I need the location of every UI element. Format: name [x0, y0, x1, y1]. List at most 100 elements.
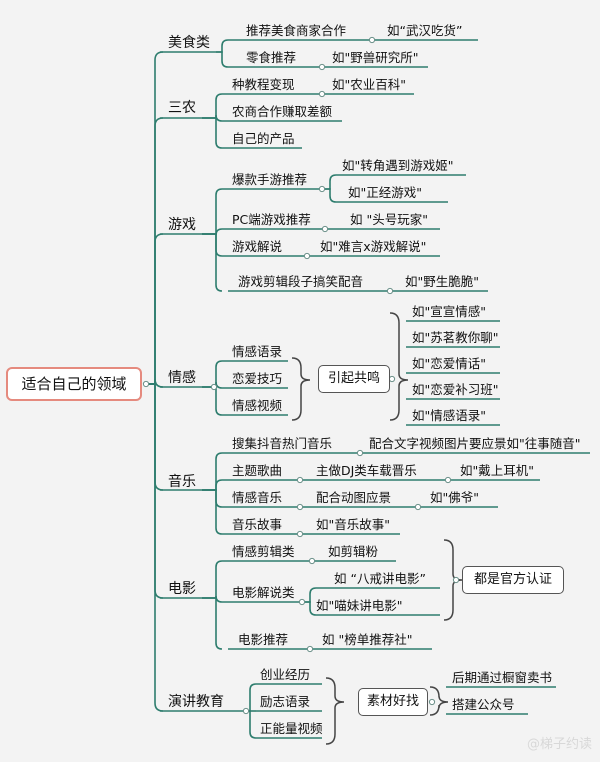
item-food-2[interactable]: 零食推荐 — [246, 50, 297, 65]
category-agri[interactable]: 三农 — [168, 100, 196, 116]
item-game-4[interactable]: 游戏剪辑段子搞笑配音 — [238, 274, 364, 289]
example-emotion-4[interactable]: 如"恋爱补习班" — [412, 382, 499, 397]
example-food-2[interactable]: 如"野兽研究所" — [332, 50, 419, 65]
item-edu-3[interactable]: 正能量视频 — [260, 721, 323, 736]
connector — [202, 188, 223, 235]
item-music-4[interactable]: 音乐故事 — [232, 517, 283, 532]
item-music-1[interactable]: 搜集抖音热门音乐 — [232, 436, 333, 451]
connector-dot — [242, 707, 250, 715]
connector — [216, 51, 229, 68]
connector — [144, 233, 164, 385]
connector — [300, 601, 317, 616]
connector — [202, 360, 223, 388]
item-edu-1[interactable]: 创业经历 — [260, 667, 311, 682]
example-game-4[interactable]: 如"野生脆脆" — [405, 274, 479, 289]
connector-dot — [303, 252, 311, 260]
connector — [325, 677, 345, 745]
item-agri-3[interactable]: 自己的产品 — [232, 131, 295, 146]
example-movie-2a[interactable]: 如 “八戒讲电影” — [334, 571, 426, 586]
connector — [144, 383, 164, 712]
connector — [244, 683, 257, 712]
item-agri-2[interactable]: 农商合作赚取差额 — [232, 104, 333, 119]
watermark: @梯子约读 — [526, 737, 592, 752]
item-game-2[interactable]: PC端游戏推荐 — [232, 212, 311, 227]
example-game-1b[interactable]: 如"正经游戏" — [348, 185, 422, 200]
example-game-2[interactable]: 如 "头号玩家" — [350, 212, 428, 227]
connector-dot — [428, 698, 436, 706]
connector-dot — [298, 598, 306, 606]
item-edu-2[interactable]: 励志语录 — [260, 694, 311, 709]
connector — [202, 489, 223, 535]
item-emotion-1[interactable]: 情感语录 — [232, 344, 283, 359]
connector — [202, 489, 223, 508]
item-game-3[interactable]: 游戏解说 — [232, 239, 283, 254]
example-music-4[interactable]: 如"音乐故事" — [316, 517, 390, 532]
connector — [202, 381, 223, 389]
item-agri-1[interactable]: 种教程变现 — [232, 77, 295, 92]
example-emotion-2[interactable]: 如"苏茗教你聊" — [412, 330, 499, 345]
connector-dot — [318, 185, 326, 193]
category-emotion[interactable]: 情感 — [168, 370, 196, 386]
item-game-1[interactable]: 爆款手游推荐 — [232, 172, 308, 187]
detail-music-1[interactable]: 配合文字视频图片要应景如"往事随音" — [369, 436, 581, 451]
item-movie-3[interactable]: 电影推荐 — [238, 632, 289, 647]
category-movie[interactable]: 电影 — [168, 581, 196, 597]
summary-movie[interactable]: 都是官方认证 — [462, 566, 564, 594]
connector — [202, 452, 223, 491]
item-food-1[interactable]: 推荐美食商家合作 — [246, 23, 347, 38]
example-movie-3[interactable]: 如 "榜单推荐社" — [322, 632, 413, 647]
connector — [144, 383, 164, 599]
connector-dot — [296, 530, 304, 538]
connector — [202, 233, 223, 257]
connector — [144, 51, 164, 385]
item-emotion-3[interactable]: 情感视频 — [232, 398, 283, 413]
connector-dot — [306, 645, 314, 653]
item-movie-1[interactable]: 情感剪辑类 — [232, 544, 295, 559]
summary-edu[interactable]: 素材好找 — [358, 688, 428, 716]
summary-emotion[interactable]: 引起共鸣 — [318, 365, 390, 393]
example-agri-1[interactable]: 如"农业百科" — [332, 77, 406, 92]
item-movie-2[interactable]: 电影解说类 — [232, 585, 295, 600]
example-food-1[interactable]: 如“武汉吃货” — [387, 23, 463, 38]
example-emotion-1[interactable]: 如"宣宣情感" — [412, 304, 486, 319]
detail-music-3[interactable]: 配合动图应景 — [316, 490, 392, 505]
connector-dot — [452, 576, 460, 584]
category-music[interactable]: 音乐 — [168, 474, 196, 490]
item-emotion-2[interactable]: 恋爱技巧 — [232, 371, 283, 386]
connector — [202, 597, 223, 650]
connector-dot — [296, 476, 304, 484]
connector-dot — [386, 287, 394, 295]
connector — [320, 174, 337, 190]
root-node[interactable]: 适合自己的领域 — [6, 367, 142, 401]
outcome-edu-2[interactable]: 搭建公众号 — [452, 697, 515, 712]
category-edu[interactable]: 演讲教育 — [168, 694, 224, 710]
example-movie-1[interactable]: 如剪辑粉 — [328, 544, 379, 559]
example-music-2[interactable]: 如"戴上耳机" — [460, 463, 534, 478]
item-music-3[interactable]: 情感音乐 — [232, 490, 283, 505]
connector-dot — [388, 375, 396, 383]
example-game-1a[interactable]: 如"转角遇到游戏姬" — [342, 158, 454, 173]
connector — [202, 386, 223, 416]
connector — [144, 383, 164, 491]
outcome-edu-1[interactable]: 后期通过橱窗卖书 — [452, 670, 553, 685]
connector-dot — [318, 90, 326, 98]
connector-dot — [296, 503, 304, 511]
connector-dot — [321, 225, 329, 233]
connector — [216, 39, 229, 53]
example-emotion-5[interactable]: 如"情感语录" — [412, 408, 486, 423]
connector — [202, 233, 223, 292]
example-movie-2b[interactable]: 如"喵妹讲电影" — [316, 598, 403, 613]
connector — [429, 686, 449, 716]
example-emotion-3[interactable]: 如"恋爱情话" — [412, 356, 486, 371]
connector-dot — [414, 503, 422, 511]
connector — [202, 560, 223, 599]
connector — [244, 710, 257, 739]
item-music-2[interactable]: 主题歌曲 — [232, 463, 283, 478]
category-game[interactable]: 游戏 — [168, 217, 196, 233]
connector — [202, 117, 223, 149]
category-food[interactable]: 美食类 — [168, 35, 210, 51]
detail-music-2[interactable]: 主做DJ类车载晋乐 — [316, 463, 417, 478]
example-music-3[interactable]: 如"佛爷" — [430, 490, 479, 505]
example-game-3[interactable]: 如"难言x游戏解说" — [320, 239, 427, 254]
